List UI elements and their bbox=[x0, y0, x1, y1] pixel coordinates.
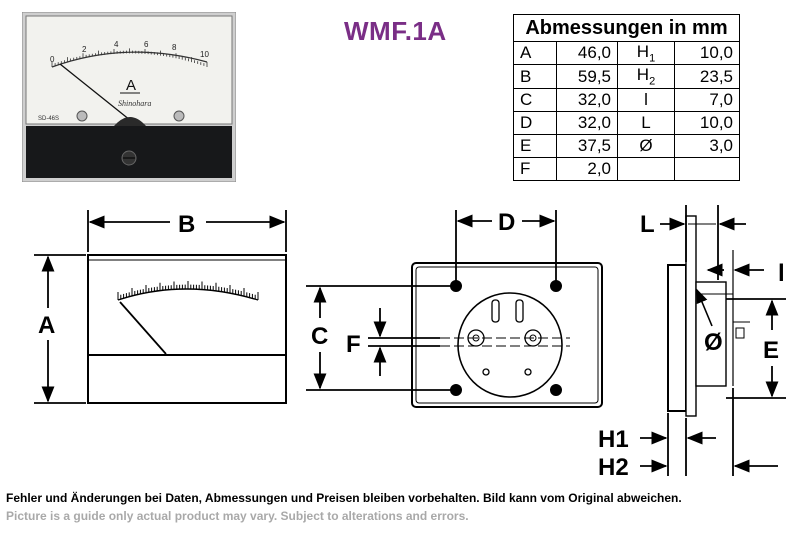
meter-scale-arc bbox=[51, 51, 208, 68]
dim-value: 23,5 bbox=[674, 64, 740, 89]
dim-label: C bbox=[513, 87, 557, 112]
product-title: WMF.1A bbox=[344, 16, 447, 46]
dim-F bbox=[368, 308, 440, 376]
meter-scale-ticks bbox=[51, 48, 208, 67]
dim-label: D bbox=[513, 110, 557, 135]
dim-value bbox=[674, 156, 740, 181]
back-view bbox=[411, 262, 603, 408]
mount-hole bbox=[450, 280, 462, 292]
product-photo: 0 2 4 6 8 10 A Shinohara SD-46S bbox=[22, 12, 236, 182]
dim-label: F bbox=[513, 156, 557, 181]
dim-value: 46,0 bbox=[556, 40, 618, 66]
table-row: E 37,5 Ø 3,0 bbox=[513, 133, 740, 158]
scale-label: 4 bbox=[114, 40, 119, 49]
dim-value: 59,5 bbox=[556, 64, 618, 89]
mount-hole bbox=[550, 384, 562, 396]
dim-label: E bbox=[513, 133, 557, 158]
dim-label: H2 bbox=[617, 64, 675, 89]
label-F: F bbox=[346, 331, 361, 358]
dim-label: B bbox=[513, 64, 557, 89]
disclaimer-english: Picture is a guide only actual product m… bbox=[6, 509, 469, 523]
table-row: B 59,5 H2 23,5 bbox=[513, 64, 740, 89]
disclaimer-german: Fehler und Änderungen bei Daten, Abmessu… bbox=[6, 491, 682, 505]
technical-drawing: B A D C bbox=[34, 205, 786, 481]
scale-label: 0 bbox=[50, 55, 55, 64]
scale-label: 2 bbox=[82, 45, 87, 54]
dim-L bbox=[660, 205, 746, 280]
label-diameter: Ø bbox=[704, 329, 723, 356]
dim-label: A bbox=[513, 40, 557, 66]
dim-B bbox=[87, 210, 287, 252]
scale-label: 8 bbox=[172, 43, 177, 52]
dim-label: l bbox=[617, 87, 675, 112]
dim-label bbox=[617, 156, 675, 181]
table-row: A 46,0 H1 10,0 bbox=[513, 40, 740, 66]
label-B: B bbox=[178, 211, 195, 238]
side-view bbox=[667, 215, 750, 417]
meter-needle bbox=[59, 63, 131, 121]
zero-screw-right bbox=[173, 110, 185, 122]
dim-label: Ø bbox=[617, 133, 675, 158]
brand-text: Shinohara bbox=[118, 99, 151, 108]
dim-label: H1 bbox=[617, 40, 675, 66]
label-A: A bbox=[38, 312, 55, 339]
table-row: D 32,0 L 10,0 bbox=[513, 110, 740, 135]
model-text: SD-46S bbox=[38, 116, 59, 122]
dim-value: 7,0 bbox=[674, 87, 740, 112]
dim-E bbox=[726, 298, 786, 399]
dim-H2 bbox=[640, 388, 778, 476]
dimension-table: Abmessungen in mm A 46,0 H1 10,0 B 59,5 … bbox=[513, 14, 740, 181]
dim-diameter bbox=[696, 288, 713, 327]
dim-value: 32,0 bbox=[556, 110, 618, 135]
dim-H1 bbox=[640, 413, 716, 476]
zero-screw-left bbox=[76, 110, 88, 122]
label-H2: H2 bbox=[598, 454, 629, 481]
label-C: C bbox=[311, 323, 328, 350]
dim-A bbox=[34, 254, 86, 404]
label-E: E bbox=[763, 337, 779, 364]
front-scale-ticks bbox=[117, 281, 259, 300]
scale-label: 6 bbox=[144, 40, 149, 49]
mount-hole bbox=[550, 280, 562, 292]
dim-value: 3,0 bbox=[674, 133, 740, 158]
dim-value: 10,0 bbox=[674, 110, 740, 135]
dim-D bbox=[455, 210, 557, 282]
label-L: L bbox=[640, 211, 655, 238]
label-l: l bbox=[778, 260, 785, 287]
dim-value: 32,0 bbox=[556, 87, 618, 112]
mount-hole bbox=[450, 384, 462, 396]
table-row: C 32,0 l 7,0 bbox=[513, 87, 740, 112]
meter-unit-label: A bbox=[126, 77, 136, 94]
scale-label: 10 bbox=[200, 50, 209, 59]
dim-value: 10,0 bbox=[674, 40, 740, 66]
dim-C bbox=[306, 285, 452, 391]
table-header: Abmessungen in mm bbox=[513, 14, 740, 42]
label-H1: H1 bbox=[598, 426, 629, 453]
dim-value: 2,0 bbox=[556, 156, 618, 181]
table-row: F 2,0 bbox=[513, 156, 740, 181]
dim-value: 37,5 bbox=[556, 133, 618, 158]
front-needle bbox=[119, 301, 167, 355]
label-D: D bbox=[498, 209, 515, 236]
front-view bbox=[87, 254, 287, 404]
dim-label: L bbox=[617, 110, 675, 135]
